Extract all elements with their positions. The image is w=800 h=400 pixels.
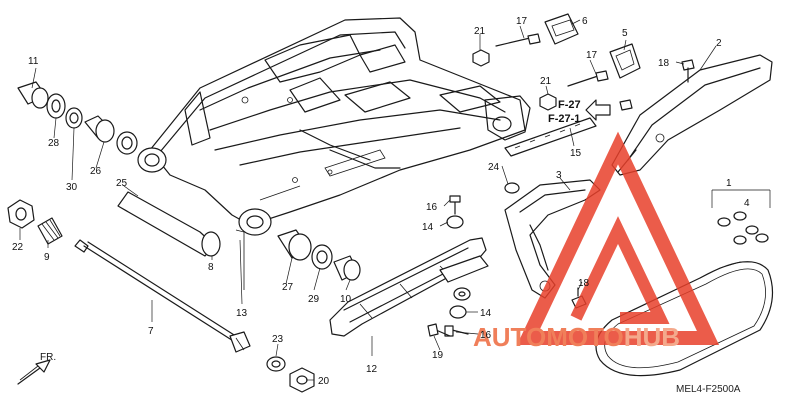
callout-4: 4 xyxy=(744,198,750,209)
callout-14a: 14 xyxy=(422,222,434,233)
callout-20: 20 xyxy=(318,376,330,387)
drive-chain xyxy=(595,189,774,377)
reference-label-f27: F-27 xyxy=(558,99,581,111)
callout-10: 10 xyxy=(340,294,352,305)
callout-8: 8 xyxy=(208,262,214,273)
callout-3: 3 xyxy=(556,170,562,181)
fasteners xyxy=(427,13,695,337)
callout-labels: 1 2 3 4 5 6 7 8 9 10 11 12 13 14 14 15 1… xyxy=(12,16,750,395)
watermark-logo-icon xyxy=(516,131,720,345)
direction-label: FR. xyxy=(40,352,56,363)
callout-22: 22 xyxy=(12,242,24,253)
callout-16a: 16 xyxy=(426,202,438,213)
callout-11: 11 xyxy=(28,56,39,67)
callout-29: 29 xyxy=(308,294,320,305)
reference-arrow-icon xyxy=(585,99,611,121)
callout-12: 12 xyxy=(366,364,378,375)
watermark: AUTOMOTOHUB xyxy=(473,131,720,352)
callout-17b: 17 xyxy=(586,50,598,61)
callout-21a: 21 xyxy=(474,26,486,37)
callout-13: 13 xyxy=(236,308,248,319)
callout-19: 19 xyxy=(432,350,444,361)
callout-27: 27 xyxy=(282,282,294,293)
chain-slider xyxy=(329,237,489,337)
callout-28: 28 xyxy=(48,138,60,149)
callout-5: 5 xyxy=(622,28,628,39)
callout-24: 24 xyxy=(488,162,500,173)
pivot-parts xyxy=(7,81,251,353)
callout-16b: 16 xyxy=(480,330,492,341)
callout-1: 1 xyxy=(726,178,732,189)
watermark-text: AUTOMOTO xyxy=(473,322,624,352)
callout-7: 7 xyxy=(148,326,154,337)
callout-23: 23 xyxy=(272,334,284,345)
callout-17a: 17 xyxy=(516,16,528,27)
diagram-code: MEL4-F2500A xyxy=(676,384,741,395)
swingarm xyxy=(137,17,531,236)
callout-21b: 21 xyxy=(540,76,552,87)
callout-18a: 18 xyxy=(658,58,670,69)
callout-9: 9 xyxy=(44,252,50,263)
lower-pivot-parts xyxy=(235,229,361,393)
callout-30: 30 xyxy=(66,182,78,193)
callout-15: 15 xyxy=(570,148,582,159)
watermark-text-accent: HUB xyxy=(624,322,680,352)
callout-18b: 18 xyxy=(578,278,590,289)
chain-case xyxy=(611,54,773,176)
callout-25: 25 xyxy=(116,178,128,189)
leader-lines xyxy=(19,19,717,381)
callout-6: 6 xyxy=(582,16,588,27)
callout-2: 2 xyxy=(716,38,722,49)
svg-text:AUTOMOTOHUB: AUTOMOTOHUB xyxy=(473,322,680,352)
reference-label-f27-1: F-27-1 xyxy=(548,113,580,125)
callout-26: 26 xyxy=(90,166,102,177)
callout-14b: 14 xyxy=(480,308,492,319)
front-direction-arrow-icon xyxy=(17,359,51,385)
